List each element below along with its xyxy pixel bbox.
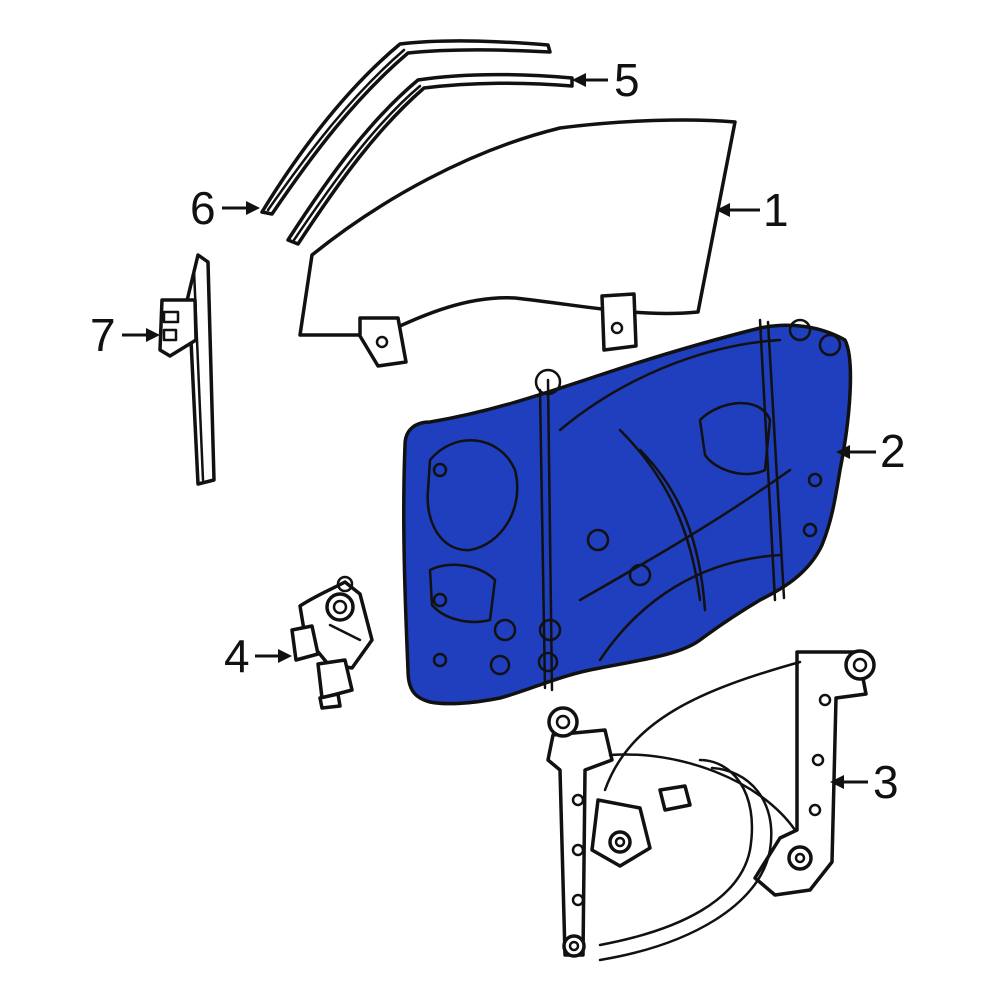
outer-run-channel[interactable] (260, 39, 552, 216)
callout-7: 7 (90, 309, 160, 361)
door-module-carrier[interactable] (402, 318, 853, 706)
callout-label-2: 2 (880, 425, 906, 477)
rear-guide-channel[interactable] (158, 253, 216, 486)
window-motor[interactable] (290, 575, 374, 710)
callout-label-3: 3 (873, 756, 899, 808)
callout-label-5: 5 (614, 54, 640, 106)
callout-1: 1 (716, 184, 789, 236)
callout-6: 6 (190, 182, 260, 234)
callout-label-6: 6 (190, 182, 216, 234)
callout-4: 4 (224, 630, 292, 682)
callout-label-7: 7 (90, 309, 116, 361)
callout-label-1: 1 (763, 184, 789, 236)
window-glass[interactable] (298, 118, 737, 368)
callout-3: 3 (830, 756, 899, 808)
callout-2: 2 (836, 425, 906, 477)
callout-5: 5 (572, 54, 640, 106)
callout-label-4: 4 (224, 630, 250, 682)
window-regulator[interactable] (546, 649, 876, 962)
inner-run-channel[interactable] (286, 72, 574, 246)
